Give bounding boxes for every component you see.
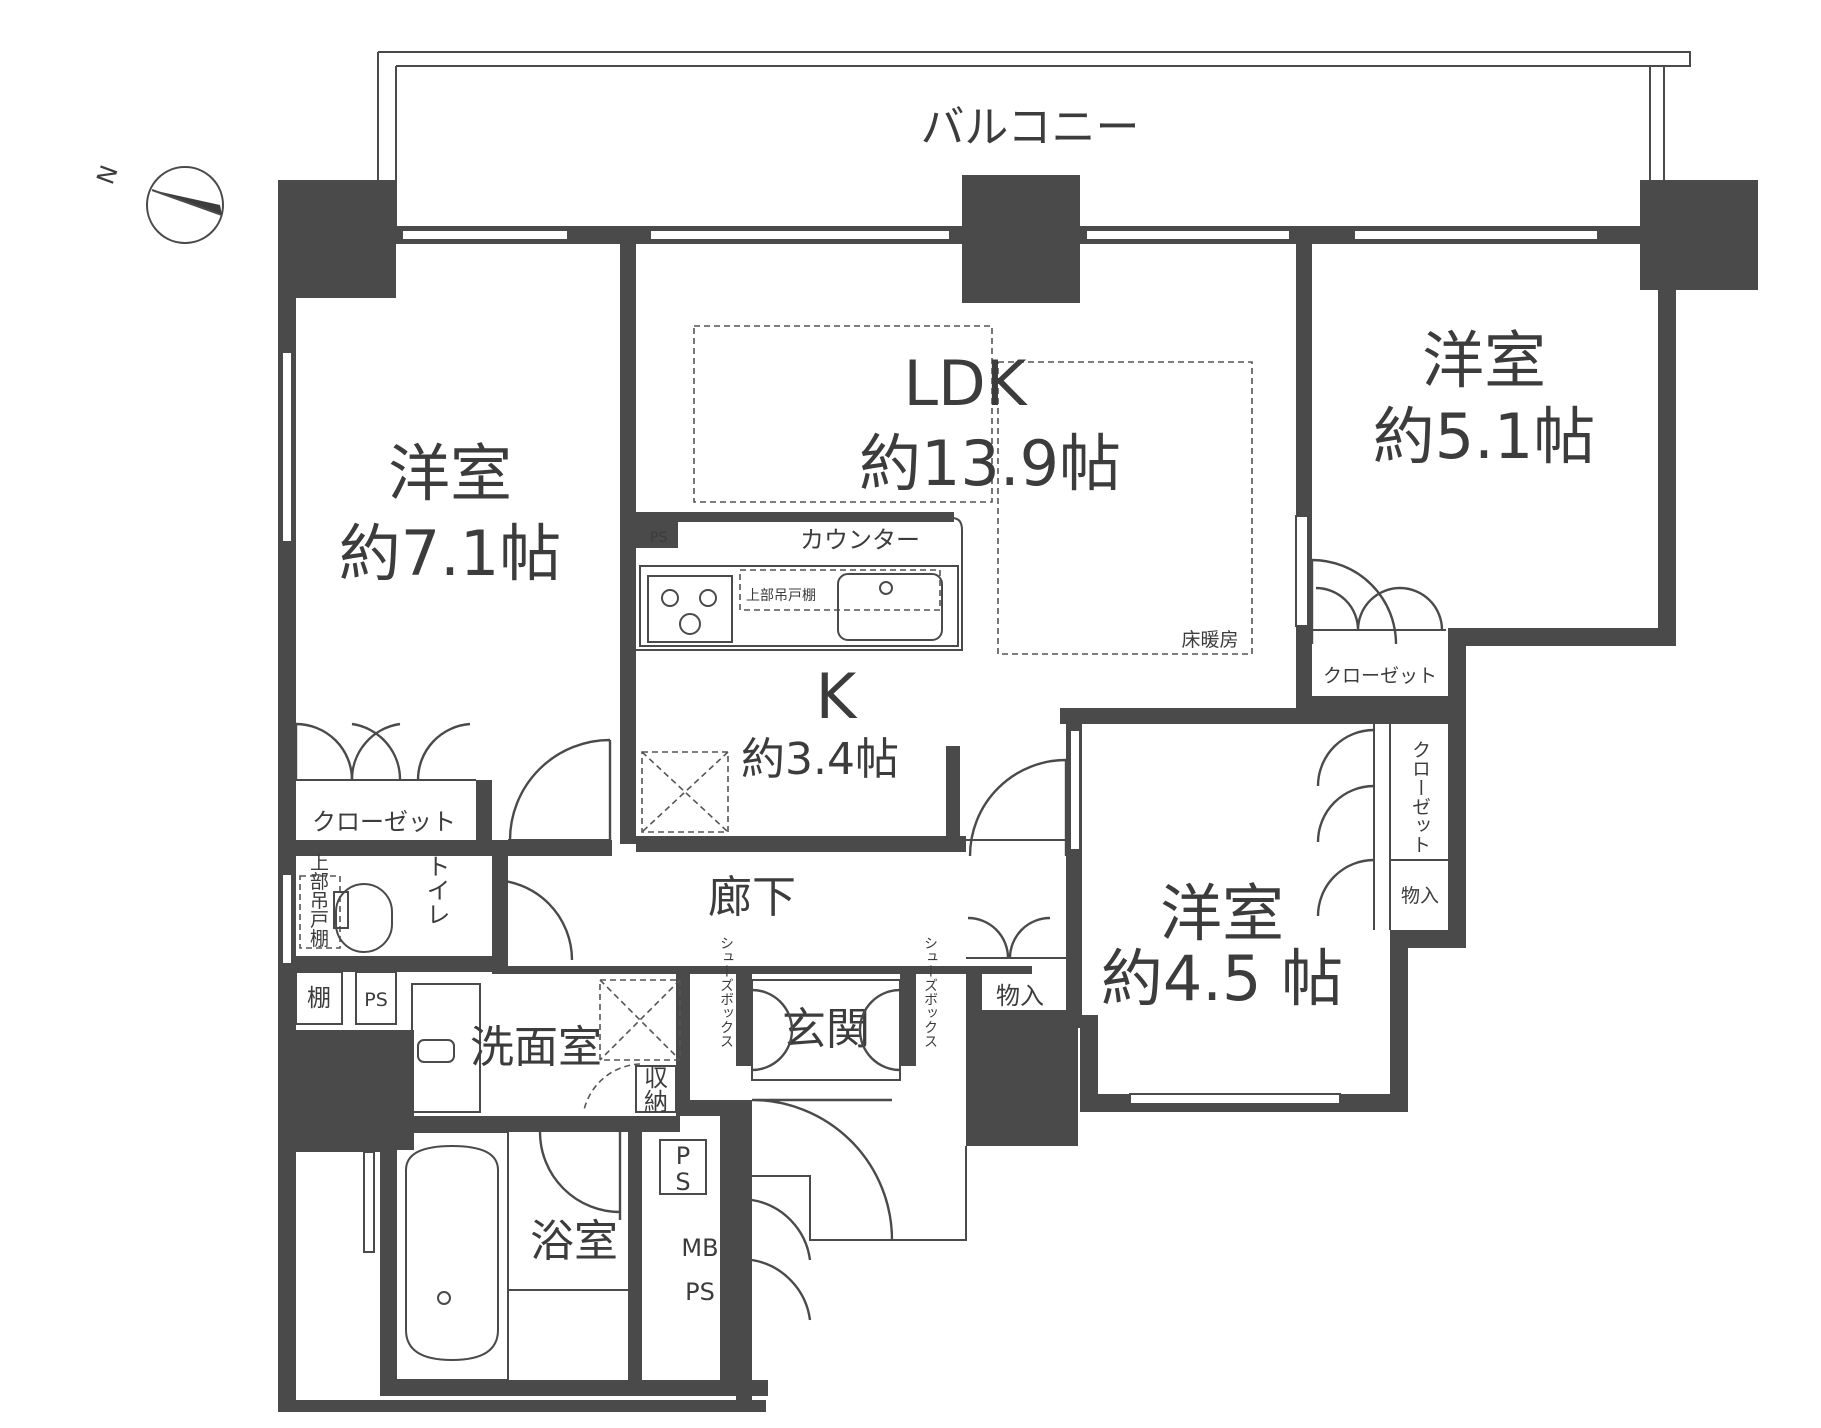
burner-icon bbox=[699, 589, 717, 607]
bedroom-left-name: 洋室 bbox=[388, 437, 512, 510]
entrance-label: 玄関 bbox=[782, 1004, 870, 1055]
storage-hall-label: 物入 bbox=[996, 982, 1044, 1010]
balcony-label: バルコニー bbox=[920, 102, 1139, 153]
kitchen-counter bbox=[639, 565, 959, 647]
mbps-line-1: MB bbox=[681, 1234, 718, 1262]
bathtub-icon bbox=[405, 1144, 499, 1362]
bedroom-bottom-area: 約4.5 帖 bbox=[1101, 942, 1343, 1015]
ps-bath-char-1: P bbox=[676, 1142, 690, 1170]
closet-right-label: クローゼット bbox=[1323, 665, 1437, 687]
bedroom-left: 洋室 約7.1帖 クローゼット bbox=[294, 437, 612, 841]
basin-icon bbox=[417, 1039, 455, 1063]
shoebox-right-label: シューズボックス bbox=[922, 936, 938, 1048]
washroom-label: 洗面室 bbox=[470, 1022, 602, 1073]
burner-icon bbox=[679, 613, 701, 635]
bedroom-right-name: 洋室 bbox=[1422, 324, 1546, 397]
closet-door-icon bbox=[1316, 728, 1375, 843]
shoebox-door-icon bbox=[751, 988, 794, 1072]
bedroom-right: 洋室 約5.1帖 クローゼット bbox=[1310, 324, 1596, 687]
counter-label: カウンター bbox=[800, 526, 920, 554]
column-top-right bbox=[1640, 180, 1758, 290]
hallway: 廊下 物入 bbox=[491, 872, 1066, 1010]
bedroom-right-area: 約5.1帖 bbox=[1373, 400, 1596, 473]
bedroom-left-area: 約7.1帖 bbox=[339, 517, 562, 590]
ps-toilet: PS bbox=[364, 989, 388, 1011]
shelf-label: 棚 bbox=[307, 984, 331, 1012]
bathroom: 浴室 P S MB PS bbox=[395, 1131, 719, 1381]
closet-door-icon bbox=[1315, 586, 1444, 631]
kitchen-area: 約3.4帖 bbox=[741, 734, 899, 785]
vanity bbox=[411, 983, 481, 1113]
closet-door-icon bbox=[416, 722, 471, 781]
storage-door-icon bbox=[967, 916, 1051, 959]
closet-door-icon bbox=[350, 722, 402, 781]
closet-left-label: クローゼット bbox=[312, 808, 456, 836]
closet-door-icon bbox=[1316, 858, 1375, 917]
hallway-label: 廊下 bbox=[708, 872, 796, 923]
mb-door-icon bbox=[751, 1258, 812, 1321]
bedroom-bottom-name: 洋室 bbox=[1160, 877, 1284, 950]
mb-door-icon bbox=[751, 1198, 812, 1261]
ps-bath-char-2: S bbox=[675, 1168, 690, 1196]
door-swing-icon bbox=[508, 738, 612, 841]
floor-heating-area bbox=[997, 361, 1253, 655]
ldk-area: 約13.9帖 bbox=[859, 427, 1121, 500]
stove bbox=[647, 575, 733, 643]
walls bbox=[278, 175, 1758, 1412]
kitchen: カウンター PS 上部吊戸棚 K 約3.4帖 bbox=[636, 517, 963, 833]
toilet-label: トイレ bbox=[422, 854, 450, 926]
north-label: N bbox=[91, 162, 123, 188]
toilet-room: 上部吊戸棚 トイレ 棚 PS bbox=[295, 852, 450, 1025]
windows bbox=[281, 229, 1599, 1253]
shoebox-left-label: シューズボックス bbox=[718, 936, 734, 1048]
ps-kitchen: PS bbox=[650, 530, 667, 546]
kitchen-name: K bbox=[816, 660, 858, 733]
washroom: 洗面室 収 納 bbox=[411, 979, 681, 1116]
compass: N bbox=[91, 162, 224, 244]
storage-wash-char-2: 納 bbox=[644, 1088, 668, 1116]
shoebox-door-icon bbox=[858, 988, 901, 1072]
door-swing-icon bbox=[491, 878, 574, 961]
entrance: 玄関 シューズボックス シューズボックス bbox=[718, 936, 967, 1321]
door-swing-icon bbox=[1310, 558, 1398, 645]
door-swing-icon bbox=[968, 758, 1068, 857]
entry-door-icon bbox=[751, 1098, 894, 1241]
upper-cabinet-label: 上部吊戸棚 bbox=[746, 588, 816, 604]
closet-vertical-label: クローゼット bbox=[1409, 740, 1431, 854]
column-top-left bbox=[278, 180, 396, 298]
mbps-line-2: PS bbox=[685, 1278, 715, 1306]
sink-icon bbox=[837, 573, 943, 641]
toilet-icon bbox=[335, 883, 393, 953]
balcony: バルコニー bbox=[377, 51, 1691, 226]
bathroom-label: 浴室 bbox=[530, 1216, 618, 1267]
storage-right-label: 物入 bbox=[1401, 885, 1439, 907]
ldk-name: LDK bbox=[904, 347, 1028, 420]
ldk-dashed-area-1 bbox=[693, 325, 993, 503]
toilet-cabinet-label: 上部吊戸棚 bbox=[307, 852, 329, 948]
bedroom-bottom: 洋室 約4.5 帖 クローゼット 物入 bbox=[962, 724, 1448, 1015]
door-swing-icon bbox=[538, 1131, 622, 1220]
compass-circle bbox=[146, 166, 224, 244]
washroom-storage-hatch bbox=[599, 979, 681, 1061]
upper-cabinet-area bbox=[739, 569, 941, 611]
floor-heating-label: 床暖房 bbox=[1181, 629, 1238, 651]
burner-icon bbox=[661, 589, 679, 607]
kitchen-storage-hatch bbox=[641, 751, 729, 833]
ldk-room: LDK 約13.9帖 床暖房 bbox=[693, 325, 1253, 655]
closet-door-icon bbox=[294, 722, 354, 781]
storage-wash-char-1: 収 bbox=[644, 1064, 668, 1092]
